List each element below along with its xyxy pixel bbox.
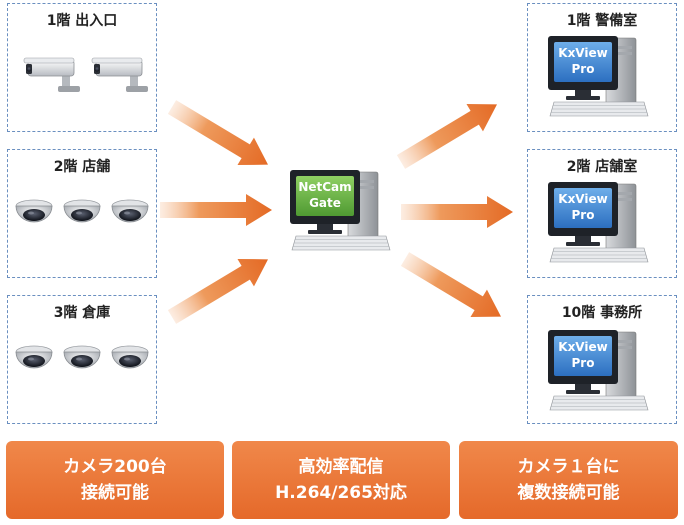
feature-line1: カメラ200台 [63, 454, 167, 480]
gateway-label-line1: NetCam [296, 179, 354, 195]
feature-line2: 接続可能 [81, 480, 149, 506]
viewer-label-line1: KxView [554, 45, 612, 61]
bullet-camera-icon [24, 58, 80, 92]
viewer-screen-label: KxView Pro [554, 45, 612, 77]
feature-multi-connection: カメラ１台に 複数接続可能 [459, 441, 678, 519]
feature-line2: 複数接続可能 [518, 480, 620, 506]
viewer-label-line2: Pro [554, 355, 612, 371]
arrow-to-gateway-from-2f [160, 194, 272, 226]
arrow-to-viewer-2f [401, 196, 513, 228]
arrow-to-viewer-10f [397, 245, 509, 330]
dome-camera-icon [112, 200, 148, 222]
arrow-to-gateway-from-1f [164, 93, 276, 178]
arrow-to-gateway-from-3f [164, 246, 276, 331]
viewer-label-line1: KxView [554, 191, 612, 207]
viewer-label-line1: KxView [554, 339, 612, 355]
bullet-camera-icon [92, 58, 148, 92]
dome-camera-icon [16, 200, 52, 222]
viewer-screen-label: KxView Pro [554, 191, 612, 223]
gateway-label-line2: Gate [296, 195, 354, 211]
dome-camera-icon [16, 346, 52, 368]
feature-line2: H.264/265対応 [275, 480, 407, 506]
dome-camera-icon [64, 200, 100, 222]
dome-camera-icon [64, 346, 100, 368]
viewer-label-line2: Pro [554, 61, 612, 77]
feature-efficient-streaming: 高効率配信 H.264/265対応 [232, 441, 450, 519]
viewer-screen-label: KxView Pro [554, 339, 612, 371]
feature-line1: 高効率配信 [299, 454, 384, 480]
viewer-label-line2: Pro [554, 207, 612, 223]
dome-camera-icon [112, 346, 148, 368]
feature-camera-capacity: カメラ200台 接続可能 [6, 441, 224, 519]
gateway-screen-label: NetCam Gate [296, 179, 354, 211]
feature-line1: カメラ１台に [518, 454, 620, 480]
arrow-to-viewer-1f [393, 91, 505, 176]
